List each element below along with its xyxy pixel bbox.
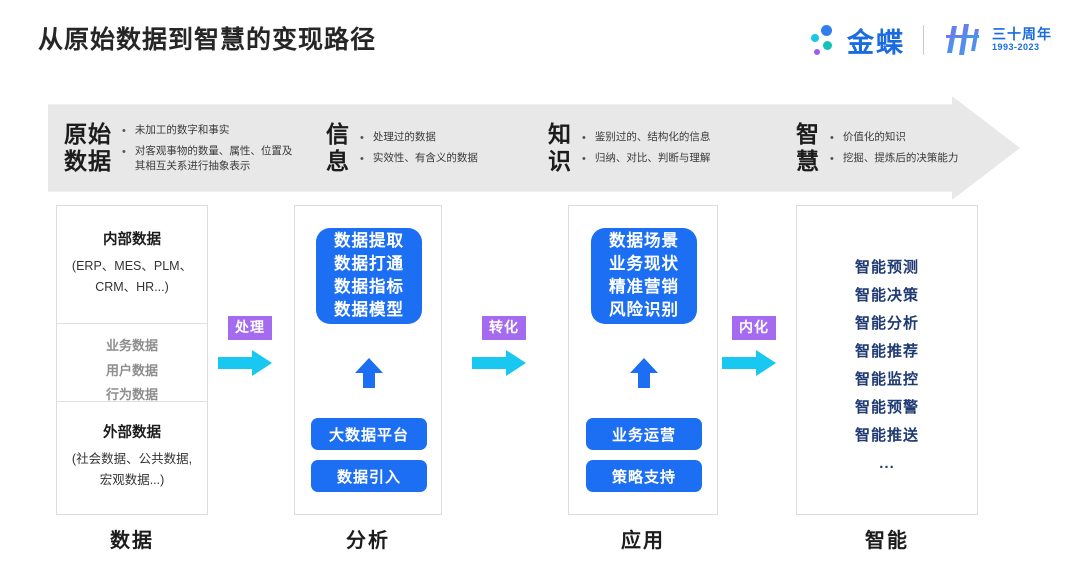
application-main-box: 数据场景 业务现状 精准营销 风险识别 bbox=[591, 228, 697, 324]
column-label-intelligence: 智能 bbox=[865, 530, 909, 552]
middle-item: 业务数据 bbox=[105, 338, 158, 353]
bullet-dot-icon: • bbox=[360, 152, 364, 165]
middle-item: 行为数据 bbox=[105, 387, 158, 403]
column-label-data: 数据 bbox=[110, 530, 154, 552]
bullet-text: 挖掘、提炼后的决策能力 bbox=[842, 151, 959, 164]
stage-label: 信 息 bbox=[326, 120, 350, 174]
bullet-dot-icon: • bbox=[582, 131, 586, 144]
divider bbox=[57, 401, 207, 402]
bullet-text: 处理过的数据 bbox=[372, 130, 436, 143]
bullet-row: • 鉴别过的、结构化的信息 bbox=[582, 130, 710, 146]
banner-arrow-shape bbox=[48, 96, 1020, 200]
bullet-row: • 对客观事物的数量、属性、位置及其相互关系进行抽象表示 bbox=[122, 144, 300, 174]
bullet-text: 实效性、有含义的数据 bbox=[372, 151, 478, 164]
connector-transform: 转化 bbox=[472, 316, 536, 378]
stage-bullets: • 价值化的知识 • 挖掘、提炼后的决策能力 bbox=[830, 130, 958, 167]
bullet-dot-icon: • bbox=[122, 124, 126, 137]
intelligence-list: 智能预测 智能决策 智能分析 智能推荐 智能监控 智能预警 智能推送 ... bbox=[797, 254, 977, 478]
bullet-dot-icon: • bbox=[830, 131, 834, 144]
bullet-row: • 归纳、对比、判断与理解 bbox=[582, 151, 710, 167]
analysis-pill-1: 大数据平台 bbox=[311, 418, 427, 450]
right-arrow-icon bbox=[722, 348, 778, 378]
card-analysis: 数据提取 数据打通 数据指标 数据模型 大数据平台 数据引入 bbox=[294, 205, 442, 515]
bullet-dot-icon: • bbox=[122, 145, 126, 158]
bullet-text: 未加工的数字和事实 bbox=[134, 123, 230, 136]
external-data-section: 外部数据 (社会数据、公共数据, 宏观数据...) bbox=[57, 421, 207, 490]
application-pill-1: 业务运营 bbox=[586, 418, 702, 450]
up-arrow-icon bbox=[352, 356, 386, 390]
analysis-pill-2: 数据引入 bbox=[311, 460, 427, 492]
card-intelligence: 智能预测 智能决策 智能分析 智能推荐 智能监控 智能预警 智能推送 ... bbox=[796, 205, 978, 515]
bullet-text: 鉴别过的、结构化的信息 bbox=[594, 130, 711, 143]
column-label-analysis: 分析 bbox=[346, 530, 390, 552]
anniversary-years: 1993-2023 bbox=[992, 41, 1040, 52]
middle-item: 用户数据 bbox=[105, 362, 158, 378]
bullet-dot-icon: • bbox=[360, 131, 364, 144]
application-pill-2: 策略支持 bbox=[586, 460, 702, 492]
stage-bullets: • 鉴别过的、结构化的信息 • 归纳、对比、判断与理解 bbox=[582, 130, 710, 167]
external-data-title: 外部数据 bbox=[103, 425, 161, 441]
stage-label: 原始 数据 bbox=[64, 120, 112, 174]
anniversary-mark-icon bbox=[942, 23, 982, 57]
card-data: 内部数据 (ERP、MES、PLM、 CRM、HR...) 业务数据 用户数据 … bbox=[56, 205, 208, 515]
stage-bullets: • 处理过的数据 • 实效性、有含义的数据 bbox=[360, 130, 478, 167]
bullet-dot-icon: • bbox=[582, 152, 586, 165]
internal-data-section: 内部数据 (ERP、MES、PLM、 CRM、HR...) bbox=[57, 228, 207, 297]
middle-data-types: 业务数据 用户数据 行为数据 bbox=[57, 334, 207, 408]
anniversary-text: 三十周年 1993-2023 bbox=[992, 26, 1052, 52]
right-arrow-icon bbox=[218, 348, 274, 378]
connector-badge: 内化 bbox=[732, 316, 776, 340]
bullet-text: 价值化的知识 bbox=[842, 130, 906, 143]
connector-badge: 转化 bbox=[482, 316, 526, 340]
bullet-row: • 处理过的数据 bbox=[360, 130, 478, 146]
bullet-row: • 未加工的数字和事实 bbox=[122, 123, 300, 139]
list-item: 智能分析 bbox=[854, 315, 919, 333]
bullet-text: 归纳、对比、判断与理解 bbox=[594, 151, 711, 164]
banner-stage-information: 信 息 • 处理过的数据 • 实效性、有含义的数据 bbox=[326, 108, 478, 188]
list-item: 智能监控 bbox=[854, 371, 919, 389]
list-item: 智能决策 bbox=[854, 287, 919, 305]
brand-divider bbox=[923, 25, 924, 55]
page-title: 从原始数据到智慧的变现路径 bbox=[38, 26, 377, 54]
bullet-row: • 价值化的知识 bbox=[830, 130, 958, 146]
list-item: 智能推送 bbox=[854, 427, 919, 445]
stage-label: 知 识 bbox=[548, 120, 572, 174]
list-item: 智能预警 bbox=[854, 399, 919, 417]
column-label-application: 应用 bbox=[621, 530, 665, 552]
list-item: 智能推荐 bbox=[854, 343, 919, 361]
connector-processing: 处理 bbox=[218, 316, 282, 378]
connector-internalize: 内化 bbox=[722, 316, 786, 378]
bullet-row: • 实效性、有含义的数据 bbox=[360, 151, 478, 167]
banner-stage-wisdom: 智 慧 • 价值化的知识 • 挖掘、提炼后的决策能力 bbox=[796, 108, 958, 188]
internal-data-sub: (ERP、MES、PLM、 CRM、HR...) bbox=[71, 259, 193, 294]
brand-logo: 金蝶 三十周年 1993-2023 bbox=[811, 20, 1052, 60]
maturity-banner: 原始 数据 • 未加工的数字和事实 • 对客观事物的数量、属性、位置及其相互关系… bbox=[48, 96, 1020, 200]
list-item: 智能预测 bbox=[854, 259, 919, 276]
bullet-text: 对客观事物的数量、属性、位置及其相互关系进行抽象表示 bbox=[134, 144, 293, 172]
connector-badge: 处理 bbox=[228, 316, 272, 340]
banner-stage-knowledge: 知 识 • 鉴别过的、结构化的信息 • 归纳、对比、判断与理解 bbox=[548, 108, 710, 188]
bullet-dot-icon: • bbox=[830, 152, 834, 165]
analysis-main-box: 数据提取 数据打通 数据指标 数据模型 bbox=[316, 228, 422, 324]
kingdee-dots-icon bbox=[811, 25, 837, 55]
internal-data-title: 内部数据 bbox=[103, 232, 161, 248]
right-arrow-icon bbox=[472, 348, 528, 378]
anniversary-title: 三十周年 bbox=[992, 26, 1052, 43]
up-arrow-icon bbox=[627, 356, 661, 390]
brand-name: 金蝶 bbox=[847, 27, 905, 58]
stage-label: 智 慧 bbox=[796, 120, 820, 174]
divider bbox=[57, 323, 207, 324]
list-item-ellipsis: ... bbox=[879, 455, 895, 473]
bullet-row: • 挖掘、提炼后的决策能力 bbox=[830, 151, 958, 167]
stage-bullets: • 未加工的数字和事实 • 对客观事物的数量、属性、位置及其相互关系进行抽象表示 bbox=[122, 123, 300, 174]
external-data-sub: (社会数据、公共数据, 宏观数据...) bbox=[71, 452, 193, 487]
banner-stage-raw-data: 原始 数据 • 未加工的数字和事实 • 对客观事物的数量、属性、位置及其相互关系… bbox=[64, 108, 300, 188]
card-application: 数据场景 业务现状 精准营销 风险识别 业务运营 策略支持 bbox=[568, 205, 718, 515]
